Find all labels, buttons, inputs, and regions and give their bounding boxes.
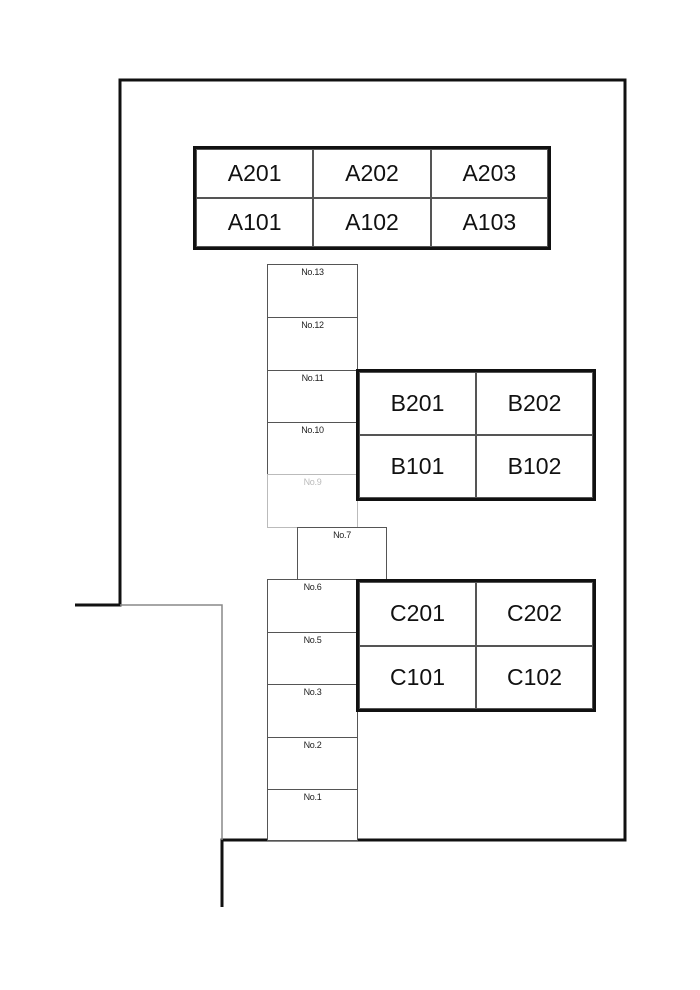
parking-slot: No.13 (267, 264, 358, 318)
unit-a203: A203 (430, 149, 548, 198)
unit-c201: C201 (359, 582, 476, 646)
unit-a102: A102 (313, 198, 431, 247)
parking-slot: No.2 (267, 737, 358, 791)
parking-slot: No.1 (267, 789, 358, 841)
parking-slot: No.12 (267, 317, 358, 371)
adjacent-lot-line (120, 604, 223, 840)
parking-slot: No.9 (267, 474, 358, 528)
parking-slot: No.3 (267, 684, 358, 738)
parking-slot: No.10 (267, 422, 358, 476)
unit-c102: C102 (476, 645, 593, 709)
parking-slot: No.5 (267, 632, 358, 686)
unit-b102: B102 (476, 435, 593, 498)
unit-a101: A101 (196, 198, 314, 247)
unit-c202: C202 (476, 582, 593, 646)
parking-slot: No.11 (267, 370, 358, 424)
unit-c101: C101 (359, 645, 476, 709)
unit-a202: A202 (313, 149, 431, 198)
parking-slot: No.7 (297, 527, 387, 580)
parking-slot: No.6 (267, 579, 358, 633)
unit-b202: B202 (476, 372, 593, 435)
unit-a201: A201 (196, 149, 314, 198)
unit-a103: A103 (430, 198, 548, 247)
unit-b101: B101 (359, 435, 476, 498)
unit-b201: B201 (359, 372, 476, 435)
